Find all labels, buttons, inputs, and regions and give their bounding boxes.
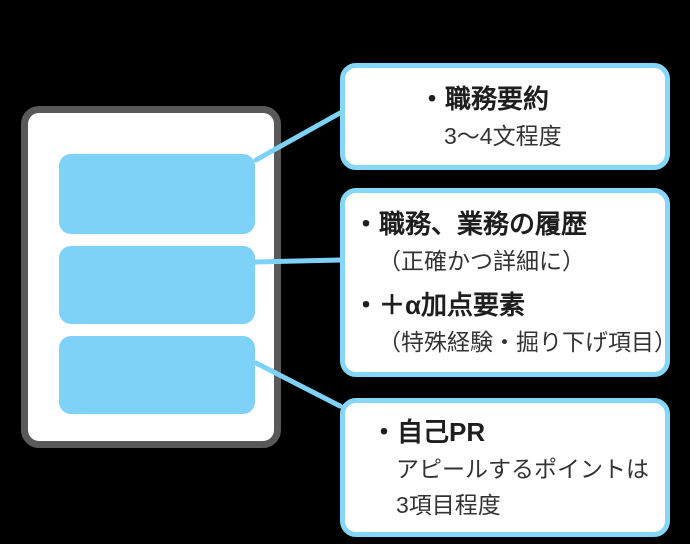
callout-item: ・ 職務要約 3〜4文程度 <box>419 80 665 154</box>
bullet-icon: ・ <box>419 83 446 114</box>
resume-document <box>21 106 281 448</box>
callout-title: 自己PR <box>397 416 486 447</box>
callout-title-row: ・ 職務、業務の履歴 <box>353 205 665 243</box>
callout-self-pr: ・ 自己PR アピールするポイントは 3項目程度 <box>340 398 670 537</box>
callout-summary: ・ 職務要約 3〜4文程度 <box>340 63 670 170</box>
bullet-icon: ・ <box>371 416 398 447</box>
callout-title: 職務要約 <box>445 83 550 114</box>
bullet-icon: ・ <box>353 209 380 239</box>
callout-note: 3項目程度 <box>396 491 501 518</box>
summary-section-block <box>59 154 255 234</box>
callout-title-row: ・ 職務要約 <box>419 80 665 118</box>
history-section-block <box>59 246 255 324</box>
bullet-icon: ・ <box>353 290 380 320</box>
pr-section-block <box>59 336 255 414</box>
callout-note: アピールするポイントは <box>396 455 649 482</box>
callout-title-row: ・ ＋α加点要素 <box>353 286 665 324</box>
callout-history: ・ 職務、業務の履歴 （正確かつ詳細に） ・ ＋α加点要素 （特殊経験・掘り下げ… <box>340 188 677 377</box>
callout-item: ・ 職務、業務の履歴 （正確かつ詳細に） <box>353 205 665 279</box>
callout-note: 3〜4文程度 <box>444 122 562 149</box>
callout-title-row: ・ 自己PR <box>371 413 665 451</box>
callout-item: ・ 自己PR アピールするポイントは 3項目程度 <box>371 413 665 523</box>
callout-title: 職務、業務の履歴 <box>379 209 588 239</box>
callout-note: （特殊経験・掘り下げ項目） <box>378 329 677 355</box>
callout-note: （正確かつ詳細に） <box>378 248 585 274</box>
callout-item: ・ ＋α加点要素 （特殊経験・掘り下げ項目） <box>353 286 677 360</box>
callout-title: ＋α加点要素 <box>379 290 525 320</box>
